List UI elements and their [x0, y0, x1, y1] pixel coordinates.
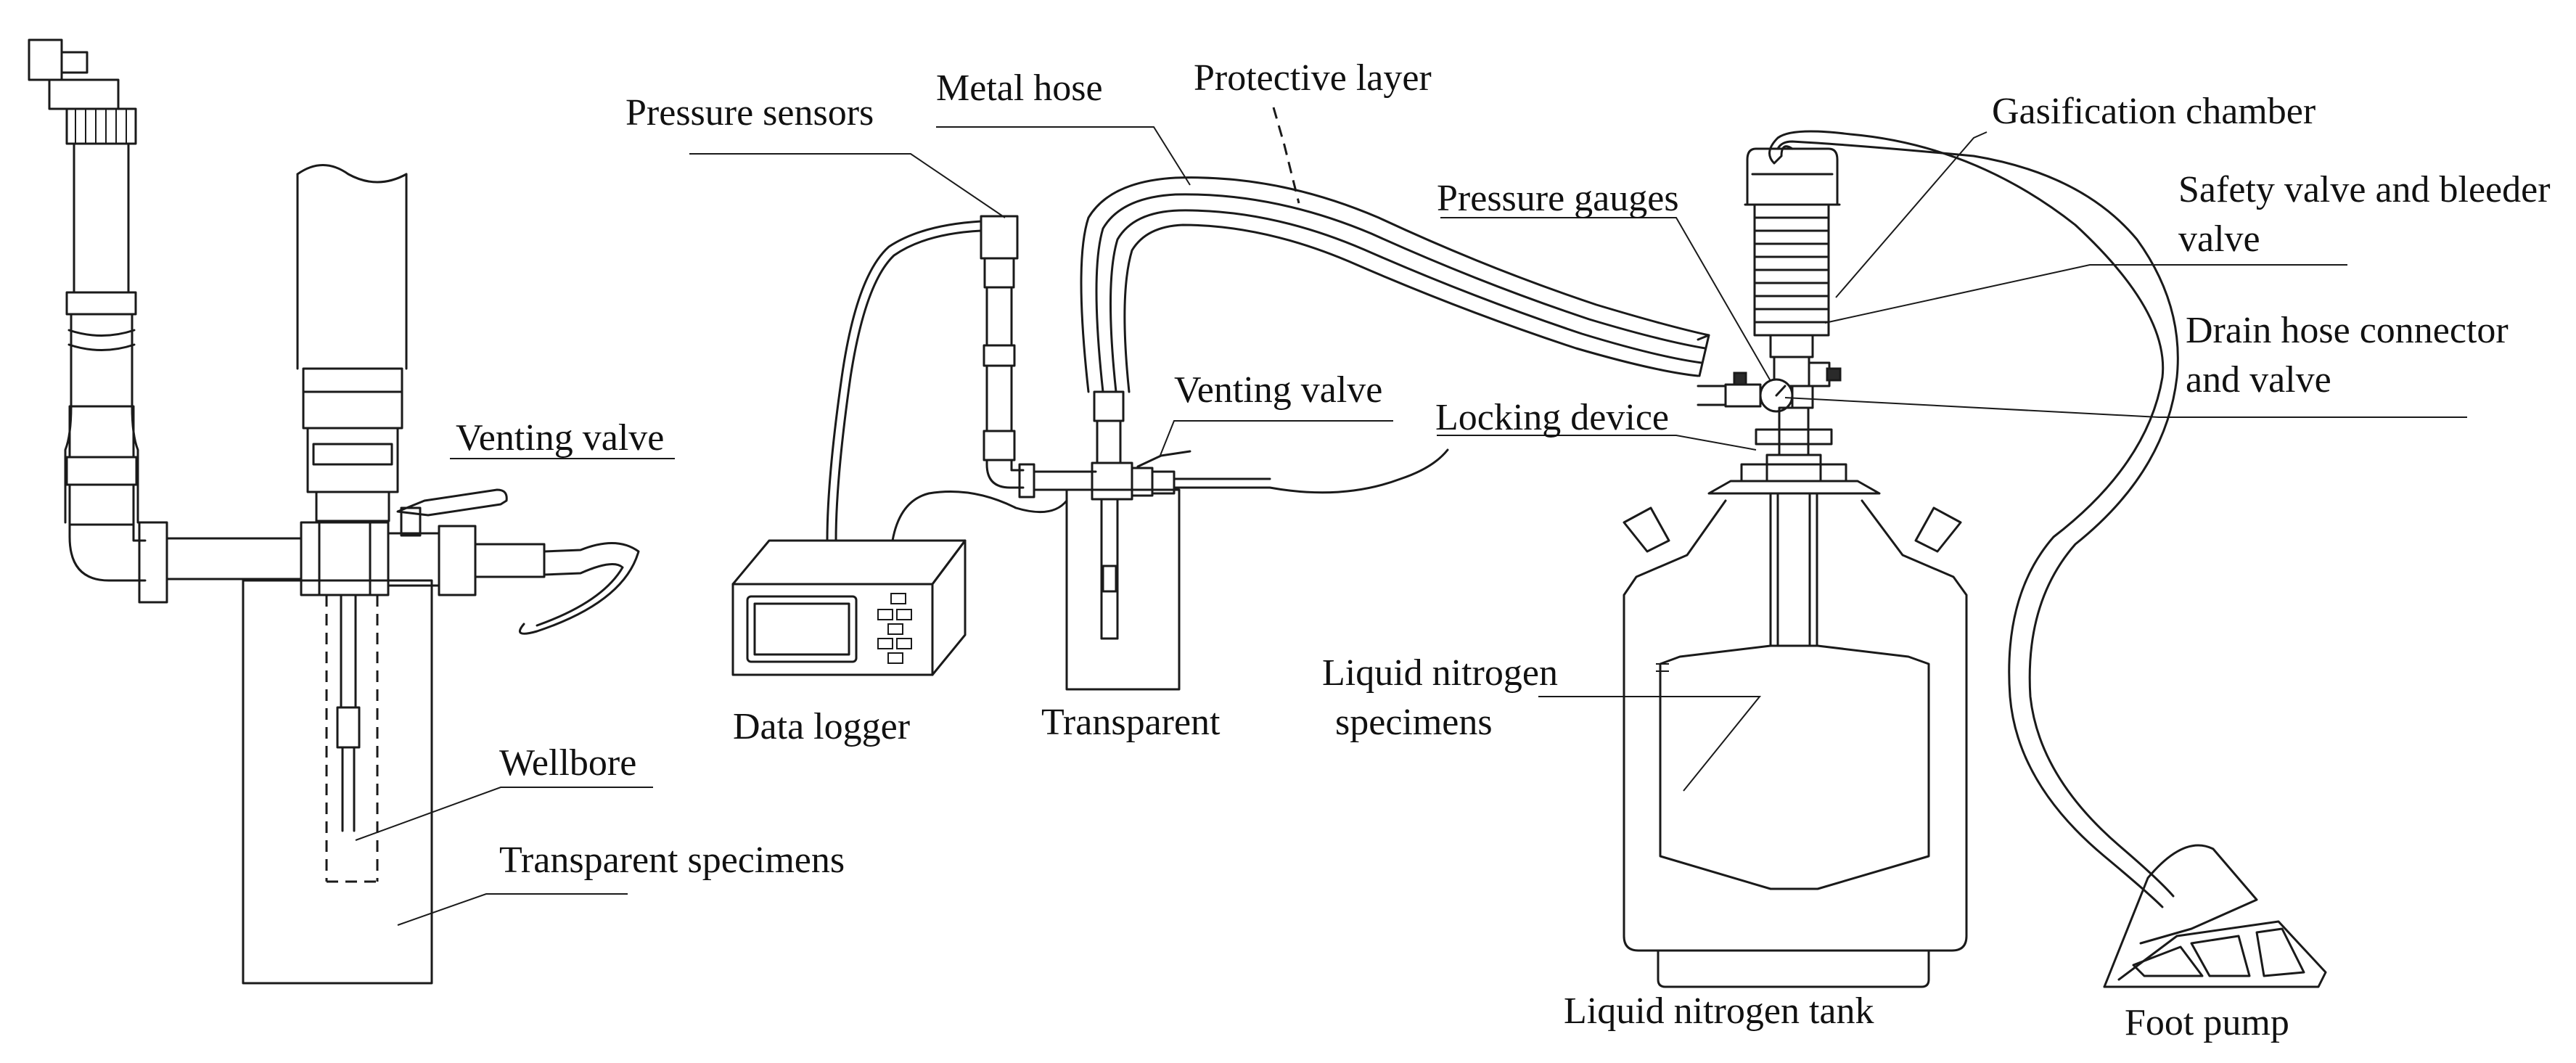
- tank-assembly: [1437, 130, 2467, 988]
- leader-liquid-nitrogen-specimens: [1538, 696, 1762, 792]
- leader-locking-device: [1437, 435, 1757, 451]
- label-metal-hose: Metal hose: [936, 67, 1103, 109]
- tank-base: [1657, 949, 1930, 988]
- data-logger: [731, 539, 967, 676]
- leader-gasification-chamber: [1835, 131, 1988, 298]
- label-safety-valve-line1: Safety valve and bleeder: [2178, 169, 2551, 210]
- label-protective-layer: Protective layer: [1194, 57, 1432, 99]
- left-transparent-specimen: [242, 579, 433, 985]
- leader-drain-hose: [1784, 397, 2467, 418]
- mid-venting-valve: [1131, 467, 1154, 497]
- metal-hose-inner: [1109, 209, 1703, 393]
- sensor-plug: [60, 51, 89, 74]
- label-pressure-gauges: Pressure gauges: [1437, 178, 1679, 219]
- metal-hose-outer: [1080, 176, 1710, 393]
- left-tee-body: [300, 521, 390, 596]
- label-transparent-specimens: Transparent specimens: [499, 840, 845, 881]
- sensor-cap: [48, 78, 120, 110]
- pump-hose: [1768, 130, 2165, 908]
- label-wellbore: Wellbore: [499, 742, 637, 784]
- label-drain-hose-line1: Drain hose connector: [2186, 310, 2509, 351]
- leader-protective-layer: [1272, 107, 1300, 204]
- leader-pressure-gauges: [1440, 217, 1771, 382]
- label-transparent: Transparent: [1041, 702, 1221, 743]
- sensor-connector: [28, 38, 63, 81]
- leader-safety-valve: [1824, 264, 2347, 324]
- liquid-nitrogen-tank: [1623, 499, 1968, 952]
- label-liquid-nitrogen-specimens-line2: specimens: [1335, 702, 1493, 743]
- label-pressure-sensors: Pressure sensors: [625, 92, 874, 134]
- mid-pressure-sensor: [980, 215, 1019, 260]
- leader-pressure-sensors: [689, 153, 1006, 218]
- mid-transparent-specimen: [1065, 488, 1181, 691]
- label-data-logger: Data logger: [733, 706, 911, 747]
- foot-pump-device: [2103, 844, 2327, 988]
- sensor-collar: [65, 107, 137, 145]
- left-detail-assembly: [28, 38, 675, 985]
- leader-venting-mid: [1159, 420, 1393, 458]
- label-liquid-nitrogen-specimens-line1: Liquid nitrogen: [1322, 652, 1558, 694]
- left-elbow: [68, 523, 147, 582]
- data-cable: [826, 220, 983, 542]
- label-drain-hose-line2: and valve: [2186, 359, 2331, 401]
- left-venting-valve: [387, 488, 640, 635]
- left-metal-hose: [64, 313, 139, 524]
- label-safety-valve-line2: valve: [2178, 218, 2260, 260]
- label-venting-valve-mid: Venting valve: [1174, 369, 1383, 411]
- label-locking-device: Locking device: [1435, 397, 1669, 438]
- label-liquid-nitrogen-tank: Liquid nitrogen tank: [1564, 990, 1874, 1032]
- leader-metal-hose: [936, 126, 1191, 186]
- liquid-nitrogen-specimen-container: [1659, 644, 1930, 890]
- mid-tee-body: [1091, 461, 1133, 501]
- leader-transparent-specimens: [397, 893, 628, 926]
- gasification-chamber: [1744, 147, 1841, 358]
- leader-wellbore: [355, 787, 653, 841]
- label-gasification-chamber: Gasification chamber: [1992, 91, 2316, 132]
- drain-valve: [1724, 383, 1762, 408]
- sensor-body: [73, 142, 130, 294]
- label-venting-valve-left: Venting valve: [456, 417, 665, 459]
- locking-device: [1755, 428, 1833, 446]
- middle-assembly: [689, 107, 1710, 691]
- label-foot-pump: Foot pump: [2125, 1002, 2289, 1043]
